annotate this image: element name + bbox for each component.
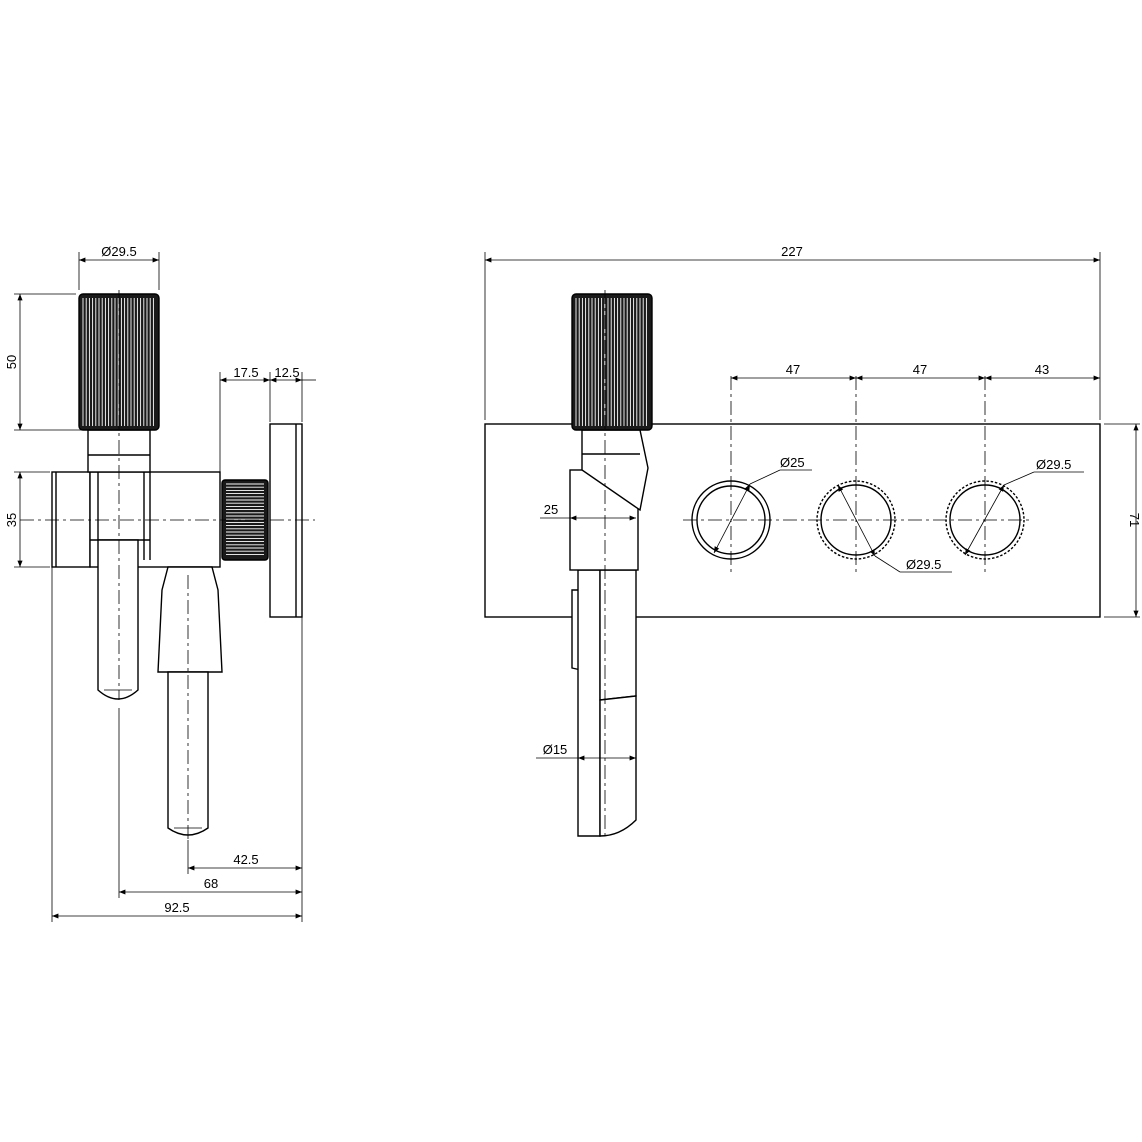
side-view: Ø29.5 50 35 17.5 12.5 42.5 68 92.5 (4, 244, 316, 922)
dim-plate-width: 227 (781, 244, 803, 259)
wall-cap (51, 471, 91, 568)
dim-hose-diameter: Ø15 (543, 742, 568, 757)
knurled-knob-side (78, 293, 160, 431)
dim-knob-diameter: Ø29.5 (101, 244, 136, 259)
dim-plate-height: 71 (1127, 513, 1142, 527)
hose-left (577, 569, 601, 837)
dim-knob-height: 50 (4, 355, 19, 369)
dim-knob-diameter-right: Ø29.5 (1036, 457, 1071, 472)
dim-outlet-b: 68 (204, 876, 218, 891)
dim-spacing-1: 47 (786, 362, 800, 377)
dim-spacing-3: 43 (1035, 362, 1049, 377)
hose-lower (599, 695, 637, 837)
knurled-knob-front (571, 293, 653, 431)
outlet-pipe-left (97, 539, 139, 700)
dim-spacing-2: 47 (913, 362, 927, 377)
dim-knob-diameter-middle: Ø29.5 (906, 557, 941, 572)
hose-upper (599, 569, 637, 701)
dim-offset-a: 17.5 (233, 365, 258, 380)
dim-offset-b: 12.5 (274, 365, 299, 380)
dim-total-depth: 92.5 (164, 900, 189, 915)
outlet-nut-right (157, 566, 223, 673)
front-view: 227 47 47 43 71 25 Ø25 Ø29.5 Ø29.5 (484, 244, 1142, 840)
dim-outlet-a: 42.5 (233, 852, 258, 867)
dim-ring-diameter: Ø25 (780, 455, 805, 470)
dim-body-height: 35 (4, 513, 19, 527)
dim-valve-width: 25 (544, 502, 558, 517)
wall-plate-side (269, 423, 303, 618)
